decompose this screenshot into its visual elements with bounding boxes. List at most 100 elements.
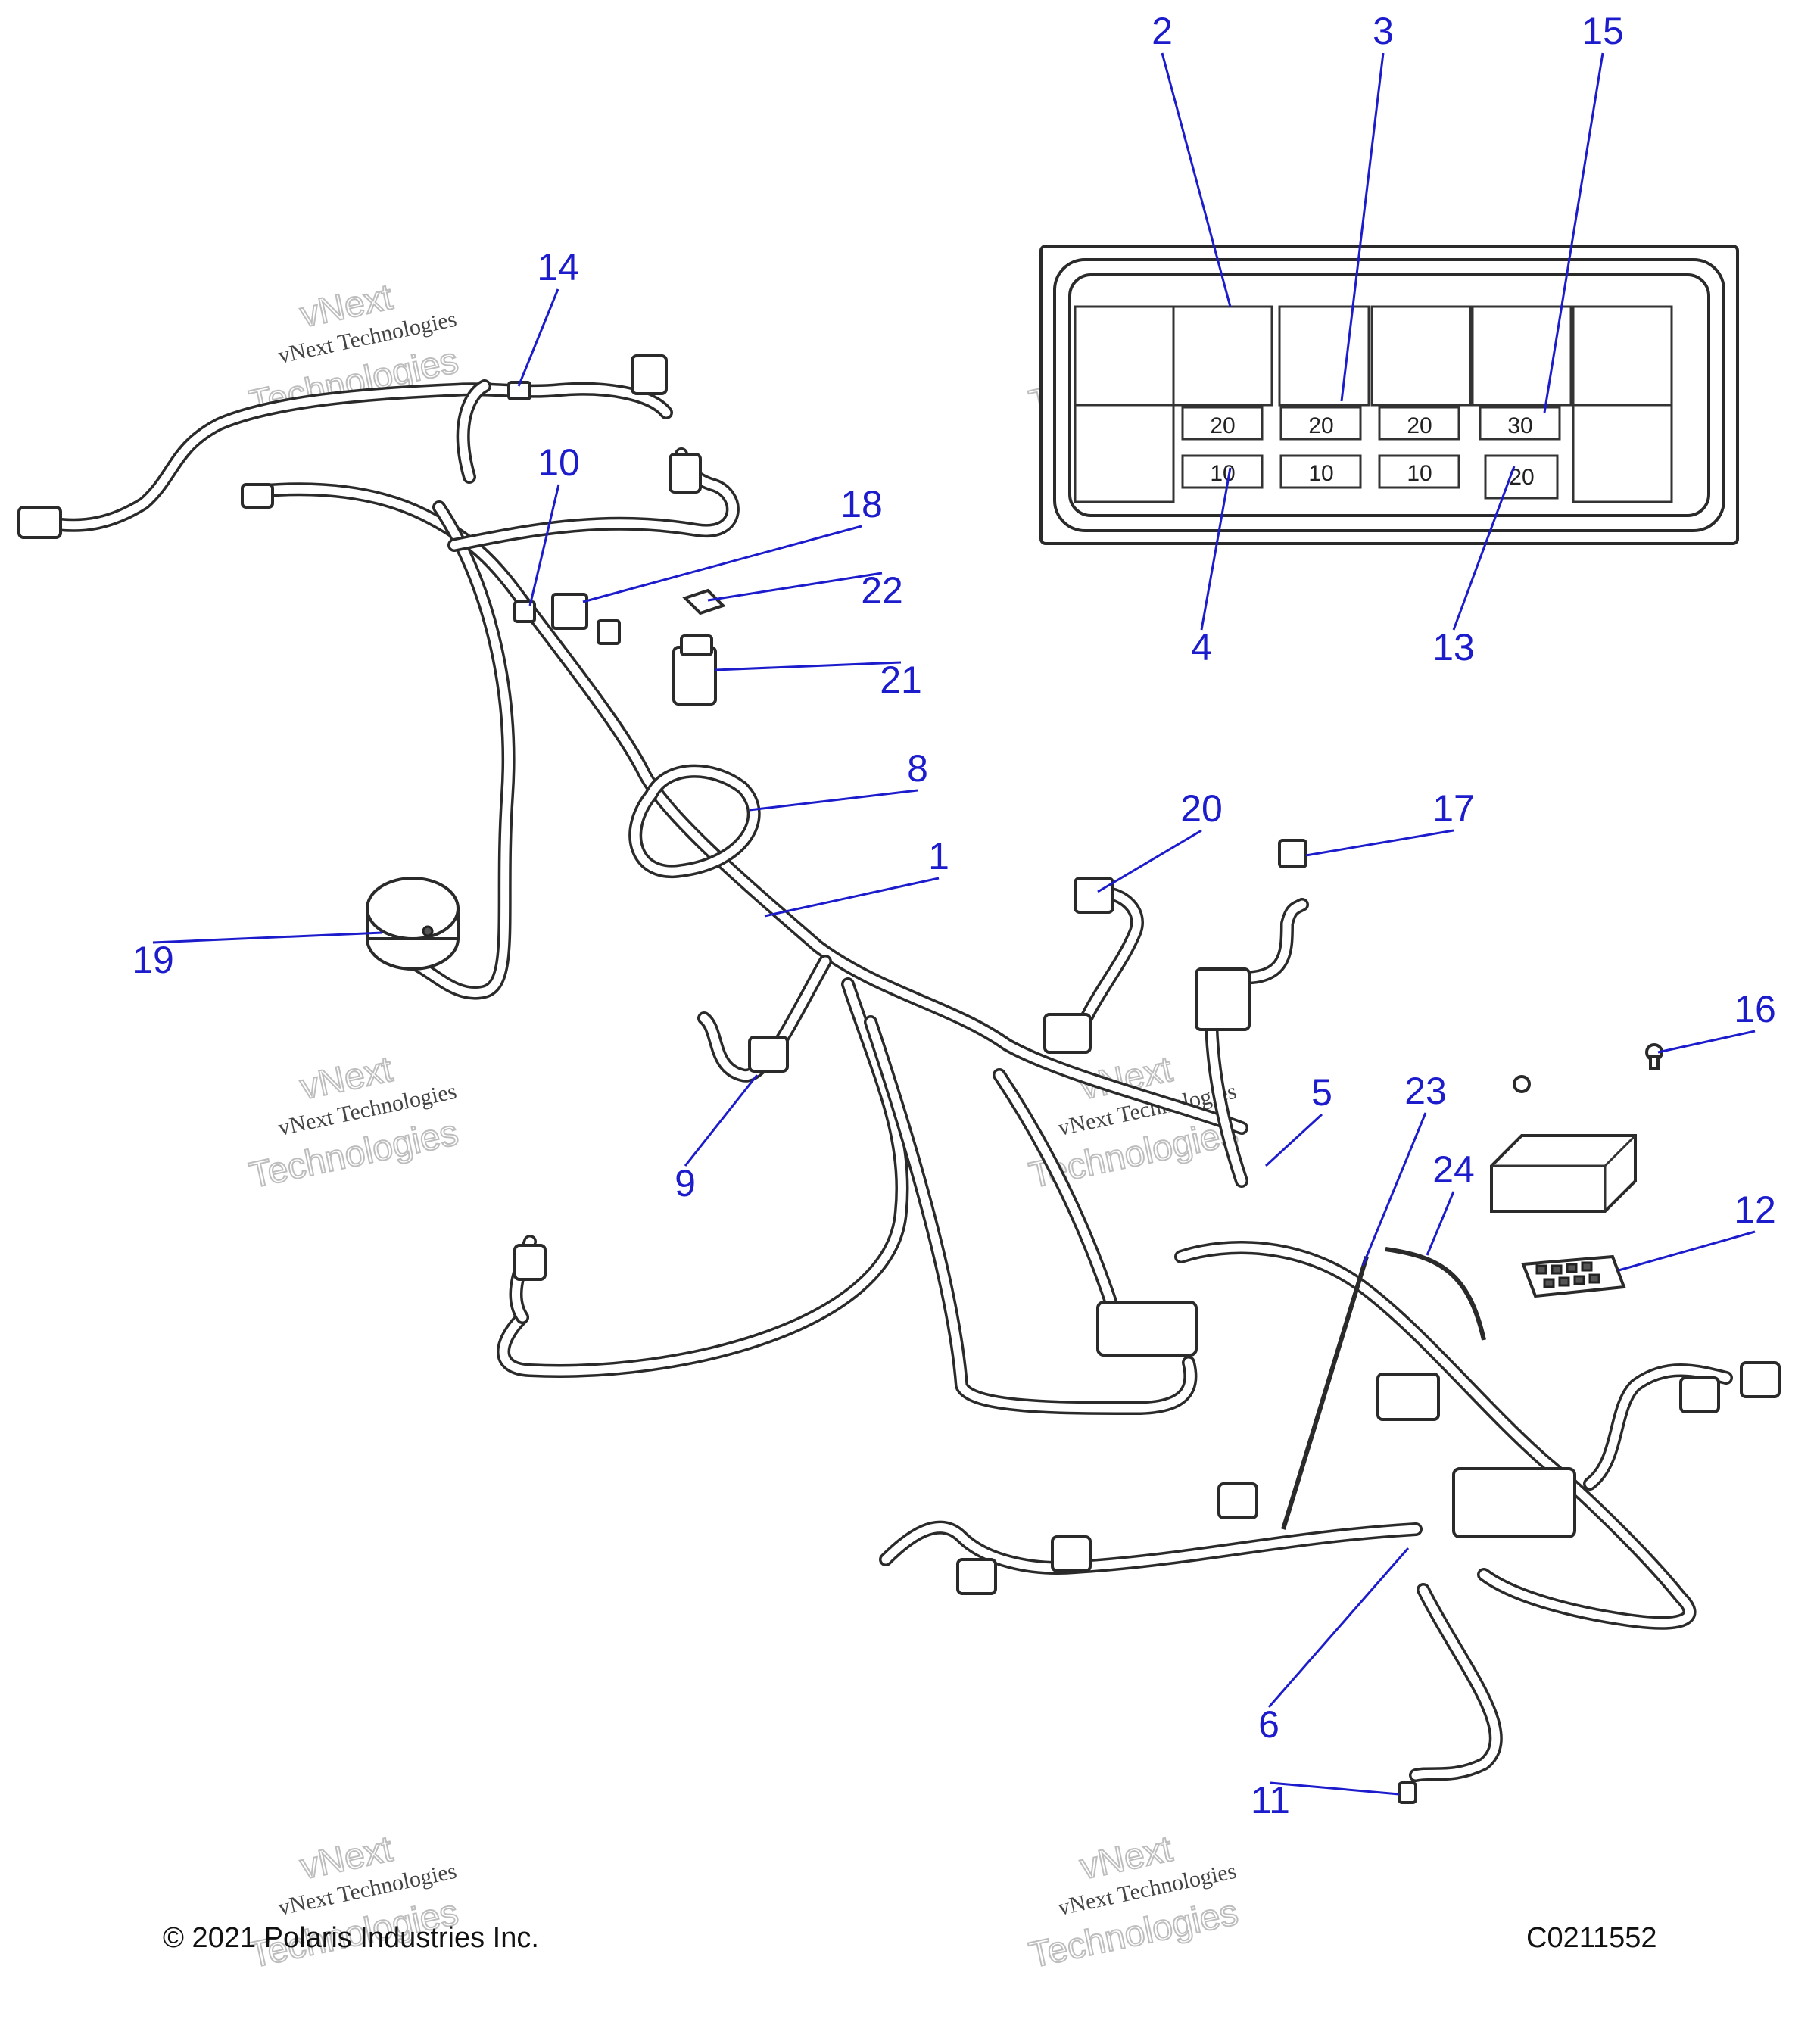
connector-mid-left [241,483,274,509]
callout-8: 8 [749,747,928,812]
callout-3: 3 [1340,10,1394,402]
callout-label: 16 [1734,988,1776,1030]
leader-line [1264,1113,1323,1167]
fuse-rating: 10 [1308,461,1333,486]
cap-11 [1398,1781,1417,1804]
callout-22: 22 [707,569,903,612]
callout-21: 21 [715,659,922,701]
relay-18 [551,593,621,645]
callout-5: 5 [1264,1071,1332,1167]
leader-line [1161,52,1232,307]
callout-label: 19 [132,939,174,981]
main-wire-harness [39,379,1733,1782]
connector-lower-left [513,1244,547,1281]
leader-line [1361,1112,1427,1267]
fuse-rating: 20 [1407,413,1432,438]
fuse-box-cover [1490,1134,1637,1213]
connector-block [1195,967,1251,1031]
callout-2: 2 [1152,10,1232,307]
leader-line [1426,1191,1455,1256]
callout-label: 20 [1180,787,1223,830]
callout-11: 11 [1251,1779,1400,1821]
leader-line [684,1074,759,1167]
fuse-rating: 20 [1210,413,1235,438]
leader-line [749,789,918,812]
callout-label: 22 [861,569,903,612]
callout-label: 24 [1432,1148,1475,1191]
connector-top [631,354,668,395]
leader-line [1340,52,1385,402]
leader-line [1305,829,1454,857]
callout-label: 12 [1734,1189,1776,1231]
connector-lower [1051,1535,1092,1572]
leader-line [1543,52,1604,413]
connector-10 [513,600,536,623]
screw-16 [1645,1043,1663,1070]
leader-line [1618,1230,1756,1272]
horn-part [366,877,460,971]
relay-plate [682,588,726,615]
copyright-text: © 2021 Polaris Industries Inc. [163,1922,539,1954]
connector-right [1679,1376,1720,1413]
callout-label: 21 [880,659,922,701]
leader-line [1452,466,1516,631]
callout-label: 17 [1432,787,1475,830]
callout-12: 12 [1618,1189,1776,1272]
rod-23 [1281,1256,1369,1530]
callout-23: 23 [1361,1070,1447,1267]
callout-15: 15 [1543,10,1624,413]
callout-24: 24 [1426,1148,1475,1256]
callout-label: 3 [1373,10,1394,52]
callout-4: 4 [1191,467,1232,668]
callout-label: 18 [840,483,883,525]
leader-line [1657,1030,1756,1054]
callout-label: 2 [1152,10,1173,52]
callout-label: 6 [1258,1703,1279,1746]
connector-block [1376,1373,1440,1421]
relay-cluster [1452,1467,1576,1538]
leader-line [152,931,383,944]
callout-14: 14 [517,246,579,387]
callout-16: 16 [1657,988,1776,1054]
callout-label: 5 [1311,1071,1332,1114]
callout-20: 20 [1097,787,1223,893]
callout-label: 23 [1404,1070,1447,1112]
callout-label: 15 [1582,10,1624,52]
leader-line [517,288,559,387]
leader-line [715,661,902,671]
connector-block [1043,1013,1092,1054]
fuse-rating: 20 [1308,413,1333,438]
leader-line [707,572,883,602]
leader-line [582,525,862,603]
relay-block [672,634,717,706]
callout-13: 13 [1432,466,1516,668]
center-connector-block [1096,1301,1198,1357]
leader-line [1097,829,1202,893]
callout-label: 11 [1251,1779,1290,1821]
connector-right [1740,1361,1781,1398]
callout-10: 10 [528,441,580,606]
callout-17: 17 [1305,787,1475,857]
leader-line [1267,1547,1410,1708]
fuse-rating: 10 [1210,461,1235,486]
callout-19: 19 [132,931,383,981]
connector-lower [956,1558,997,1595]
callout-label: 9 [675,1162,696,1204]
fuse-rating: 30 [1507,413,1532,438]
screw [1513,1075,1531,1093]
callout-label: 13 [1432,626,1475,668]
callout-6: 6 [1258,1547,1410,1746]
callout-label: 4 [1191,626,1212,668]
callout-label: 10 [538,441,580,484]
cap-17 [1278,839,1307,868]
components [17,354,1781,1804]
decal-12 [1521,1254,1626,1298]
leader-line [1200,467,1232,631]
callout-9: 9 [675,1074,759,1204]
leader-line [528,484,560,606]
leader-line [764,877,940,918]
connector-lower [1217,1482,1258,1519]
